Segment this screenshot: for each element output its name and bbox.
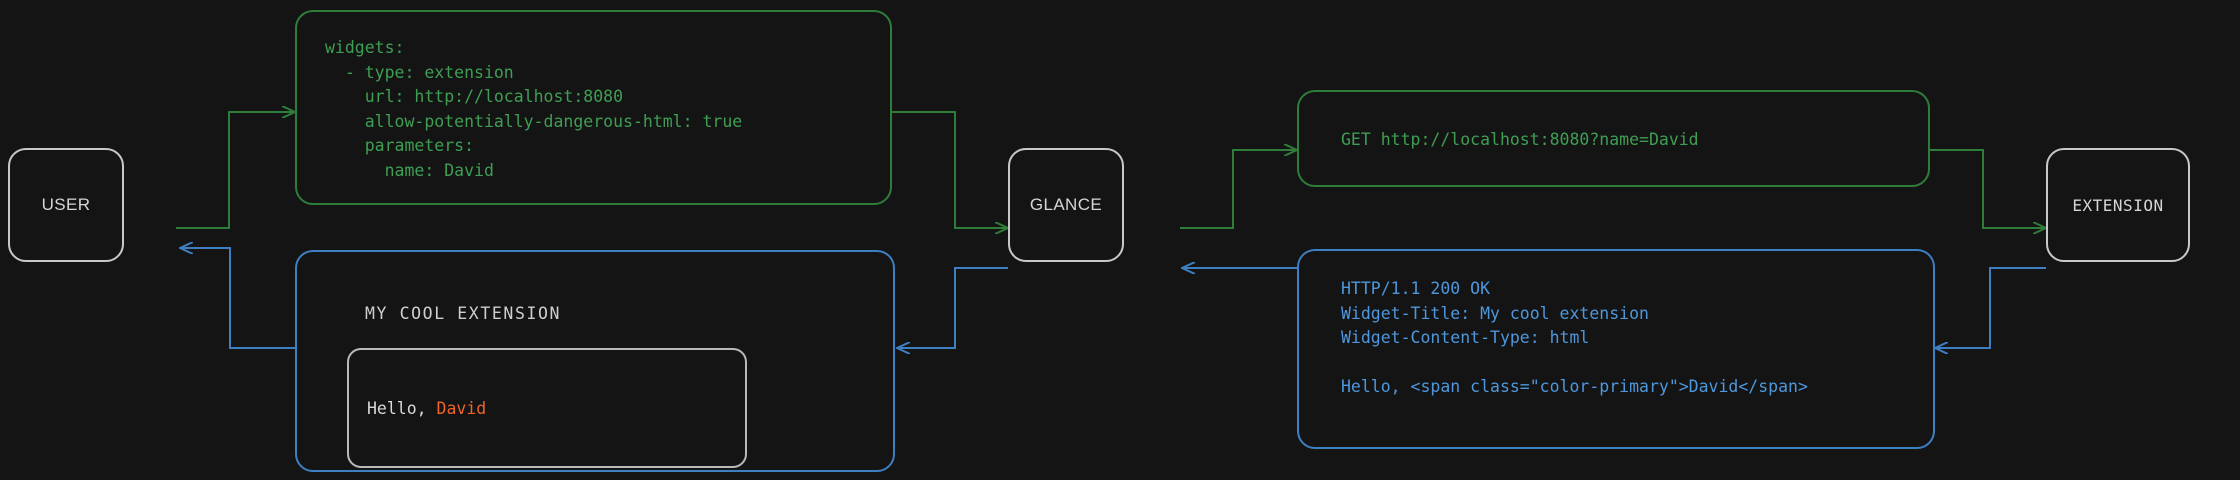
node-user[interactable]: USER — [8, 148, 124, 262]
rendered-widget-title: MY COOL EXTENSION — [365, 304, 562, 323]
panel-yaml-config[interactable]: widgets: - type: extension url: http://l… — [295, 10, 892, 205]
rendered-widget-name: David — [436, 398, 487, 418]
http-response-text: HTTP/1.1 200 OK Widget-Title: My cool ex… — [1341, 279, 1808, 396]
rendered-widget-body-box: Hello, David — [347, 348, 747, 468]
connector-config-to-glance — [892, 111, 1008, 228]
panel-http-request[interactable]: GET http://localhost:8080?name=David — [1297, 90, 1930, 187]
node-glance[interactable]: GLANCE — [1008, 148, 1124, 262]
panel-http-response[interactable]: HTTP/1.1 200 OK Widget-Title: My cool ex… — [1297, 249, 1935, 449]
panel-rendered-widget[interactable]: MY COOL EXTENSION Hello, David — [295, 250, 895, 472]
connector-response-to-glance-visible — [1180, 268, 1297, 348]
yaml-config-text: widgets: - type: extension url: http://l… — [325, 38, 743, 180]
connector-user-to-config — [176, 112, 295, 229]
node-extension[interactable]: EXTENSION — [2046, 148, 2190, 262]
node-glance-label: GLANCE — [1029, 195, 1103, 214]
connector-glance-to-widget — [897, 267, 1008, 348]
connector-widget-to-user — [180, 248, 295, 349]
connector-request-to-extension — [1930, 149, 2046, 228]
http-request-text: GET http://localhost:8080?name=David — [1341, 130, 1699, 149]
rendered-widget-greeting: Hello, — [367, 398, 437, 418]
connector-extension-to-response — [1935, 267, 2046, 348]
connector-glance-to-request — [1180, 150, 1297, 229]
node-extension-label: EXTENSION — [2072, 195, 2164, 215]
node-user-label: USER — [41, 195, 91, 214]
